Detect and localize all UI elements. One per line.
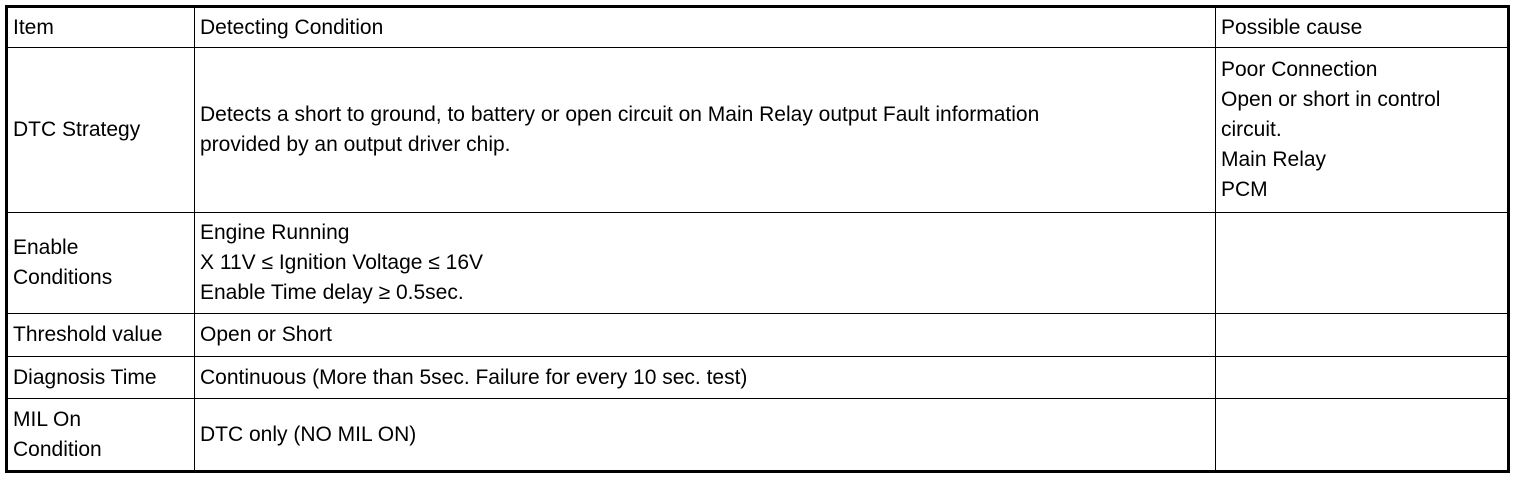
table-row-enable-conditions: Enable Conditions Engine Running X 11V ≤… — [6, 212, 1509, 314]
threshold-value-label: Threshold value — [6, 313, 195, 357]
dtc-strategy-condition-line-1: Detects a short to ground, to battery or… — [200, 103, 1040, 126]
table-row-threshold-value: Threshold value Open or Short — [6, 313, 1509, 357]
dtc-strategy-condition-line-2: provided by an output driver chip. — [200, 133, 511, 156]
dtc-spec-table: Item Detecting Condition Possible cause … — [5, 5, 1510, 473]
diagnosis-time-label: Diagnosis Time — [6, 356, 195, 399]
header-item: Item — [6, 6, 195, 48]
threshold-value-condition: Open or Short — [194, 313, 1216, 357]
enable-label-line-2: Conditions — [13, 266, 113, 289]
dtc-strategy-cause: Poor Connection Open or short in control… — [1215, 47, 1509, 213]
enable-condition-line-2: X 11V ≤ Ignition Voltage ≤ 16V — [200, 251, 484, 274]
table-row-mil-on-condition: MIL On Condition DTC only (NO MIL ON) — [6, 398, 1509, 472]
threshold-value-cause — [1215, 313, 1509, 357]
table-row-diagnosis-time: Diagnosis Time Continuous (More than 5se… — [6, 356, 1509, 399]
header-row: Item Detecting Condition Possible cause — [6, 6, 1509, 48]
dtc-strategy-condition: Detects a short to ground, to battery or… — [194, 47, 1216, 213]
table-row-dtc-strategy: DTC Strategy Detects a short to ground, … — [6, 47, 1509, 213]
mil-label-line-1: MIL On — [13, 407, 82, 431]
mil-label-line-2: Condition — [13, 437, 102, 461]
enable-condition-line-1: Engine Running — [200, 221, 350, 244]
header-detecting-condition: Detecting Condition — [194, 6, 1216, 48]
diagnosis-time-cause — [1215, 356, 1509, 399]
header-possible-cause: Possible cause — [1215, 6, 1509, 48]
mil-on-condition-cause — [1215, 398, 1509, 472]
enable-conditions-condition: Engine Running X 11V ≤ Ignition Voltage … — [194, 212, 1216, 314]
dtc-strategy-label: DTC Strategy — [6, 47, 195, 213]
mil-on-condition-label: MIL On Condition — [6, 398, 195, 472]
cause-line-5: PCM — [1221, 178, 1268, 201]
enable-label-line-1: Enable — [13, 236, 79, 259]
enable-conditions-cause — [1215, 212, 1509, 314]
enable-condition-line-3: Enable Time delay ≥ 0.5sec. — [200, 281, 464, 304]
diagnosis-time-condition: Continuous (More than 5sec. Failure for … — [194, 356, 1216, 399]
cause-line-3: circuit. — [1221, 118, 1282, 141]
cause-line-2: Open or short in control — [1221, 88, 1441, 111]
cause-line-1: Poor Connection — [1221, 58, 1378, 81]
cause-line-4: Main Relay — [1221, 148, 1327, 171]
enable-conditions-label: Enable Conditions — [6, 212, 195, 314]
mil-on-condition-condition: DTC only (NO MIL ON) — [194, 398, 1216, 472]
